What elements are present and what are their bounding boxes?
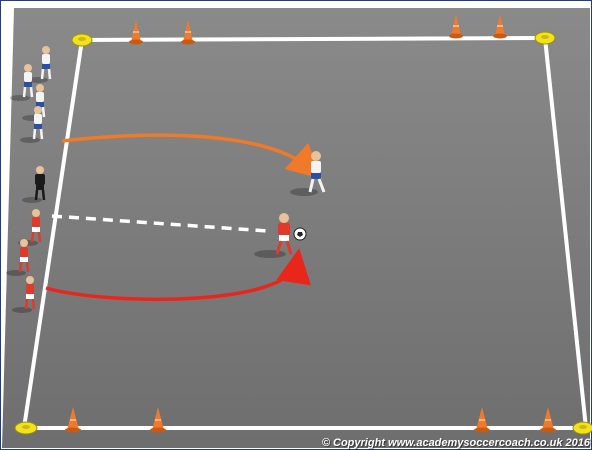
- disc-marker-icon: [15, 422, 37, 434]
- pitch-surface: [2, 8, 590, 448]
- copyright-notice: © Copyright www.academysoccercoach.co.uk…: [322, 437, 590, 449]
- disc-marker-icon: [573, 422, 592, 434]
- disc-marker-icon: [72, 34, 92, 46]
- disc-marker-icon: [535, 32, 555, 44]
- soccer-ball-icon: [294, 228, 306, 240]
